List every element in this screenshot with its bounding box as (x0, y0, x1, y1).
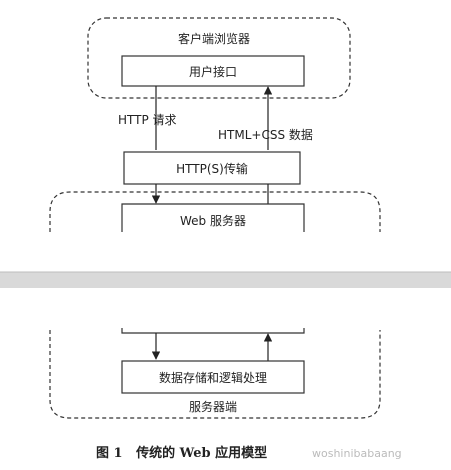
separator-band (0, 272, 451, 288)
server-region-label: 服务器端 (189, 399, 237, 414)
user-interface-box (121, 55, 305, 87)
user-interface-label: 用户接口 (189, 64, 237, 79)
figure-caption: 图 1 传统的 Web 应用模型 (96, 445, 267, 461)
server-region-top (49, 191, 381, 232)
watermark: woshinibabaang (312, 447, 402, 460)
client-region-label: 客户端浏览器 (178, 31, 250, 46)
server-region-bottom (49, 330, 381, 419)
https-transport-box (123, 151, 301, 185)
storage-logic-label: 数据存储和逻辑处理 (159, 370, 267, 385)
html-css-response-label: HTML+CSS 数据 (218, 127, 313, 142)
web-server-box-bottom (121, 328, 305, 334)
client-region (87, 17, 351, 99)
storage-logic-box (121, 360, 305, 394)
web-server-label: Web 服务器 (180, 213, 246, 228)
https-transport-label: HTTP(S)传输 (176, 161, 248, 176)
http-request-label: HTTP 请求 (118, 113, 177, 127)
web-server-box (121, 203, 305, 232)
